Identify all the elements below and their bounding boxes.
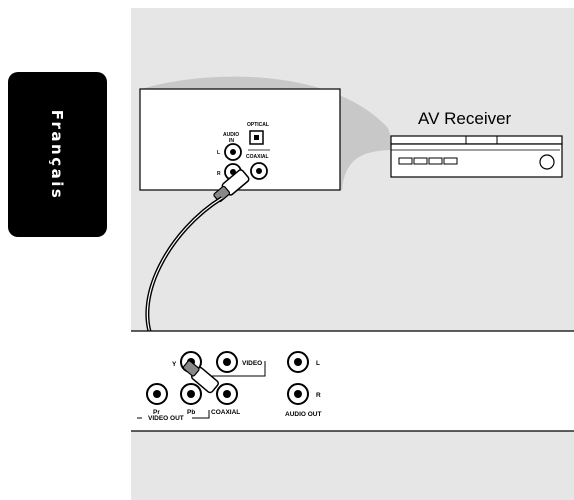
receiver-left-jack-core: [230, 149, 236, 155]
player-pb-jack-core: [187, 390, 195, 398]
player-video-label: VIDEO: [242, 360, 262, 367]
player-video-jack-core: [223, 358, 231, 366]
audio-in-label-1: AUDIO: [223, 132, 239, 138]
receiver-left-label: L: [217, 150, 220, 156]
player-pr-label: Pr: [153, 409, 160, 416]
player-audio-out-label: AUDIO OUT: [285, 411, 322, 418]
optical-label: OPTICAL: [247, 122, 269, 128]
video-group-bracket: [209, 361, 266, 377]
receiver-coaxial-jack-core: [256, 168, 262, 174]
audio-in-label-2: IN: [229, 138, 234, 144]
player-audio-right-label: R: [316, 392, 321, 399]
receiver-coaxial-label: COAXIAL: [246, 154, 269, 160]
receiver-right-label: R: [217, 171, 221, 177]
player-coaxial-label: COAXIAL: [211, 409, 240, 416]
av-receiver-title: AV Receiver: [418, 109, 512, 128]
player-audio-left-jack-core: [294, 358, 302, 366]
player-video-out-label: VIDEO OUT: [148, 415, 184, 422]
receiver-cable-plug: [213, 169, 250, 203]
player-y-label: Y: [172, 361, 177, 368]
language-tab: [8, 72, 107, 237]
player-coaxial-jack-core: [223, 390, 231, 398]
video-out-bracket-right: [192, 410, 210, 419]
player-audio-left-label: L: [316, 360, 320, 367]
av-receiver-unit: [390, 135, 563, 178]
optical-socket-core: [254, 135, 259, 140]
player-pb-label: Pb: [187, 409, 195, 416]
player-audio-right-jack-core: [294, 390, 302, 398]
player-cable-plug: [182, 360, 219, 394]
player-pr-jack-core: [153, 390, 161, 398]
